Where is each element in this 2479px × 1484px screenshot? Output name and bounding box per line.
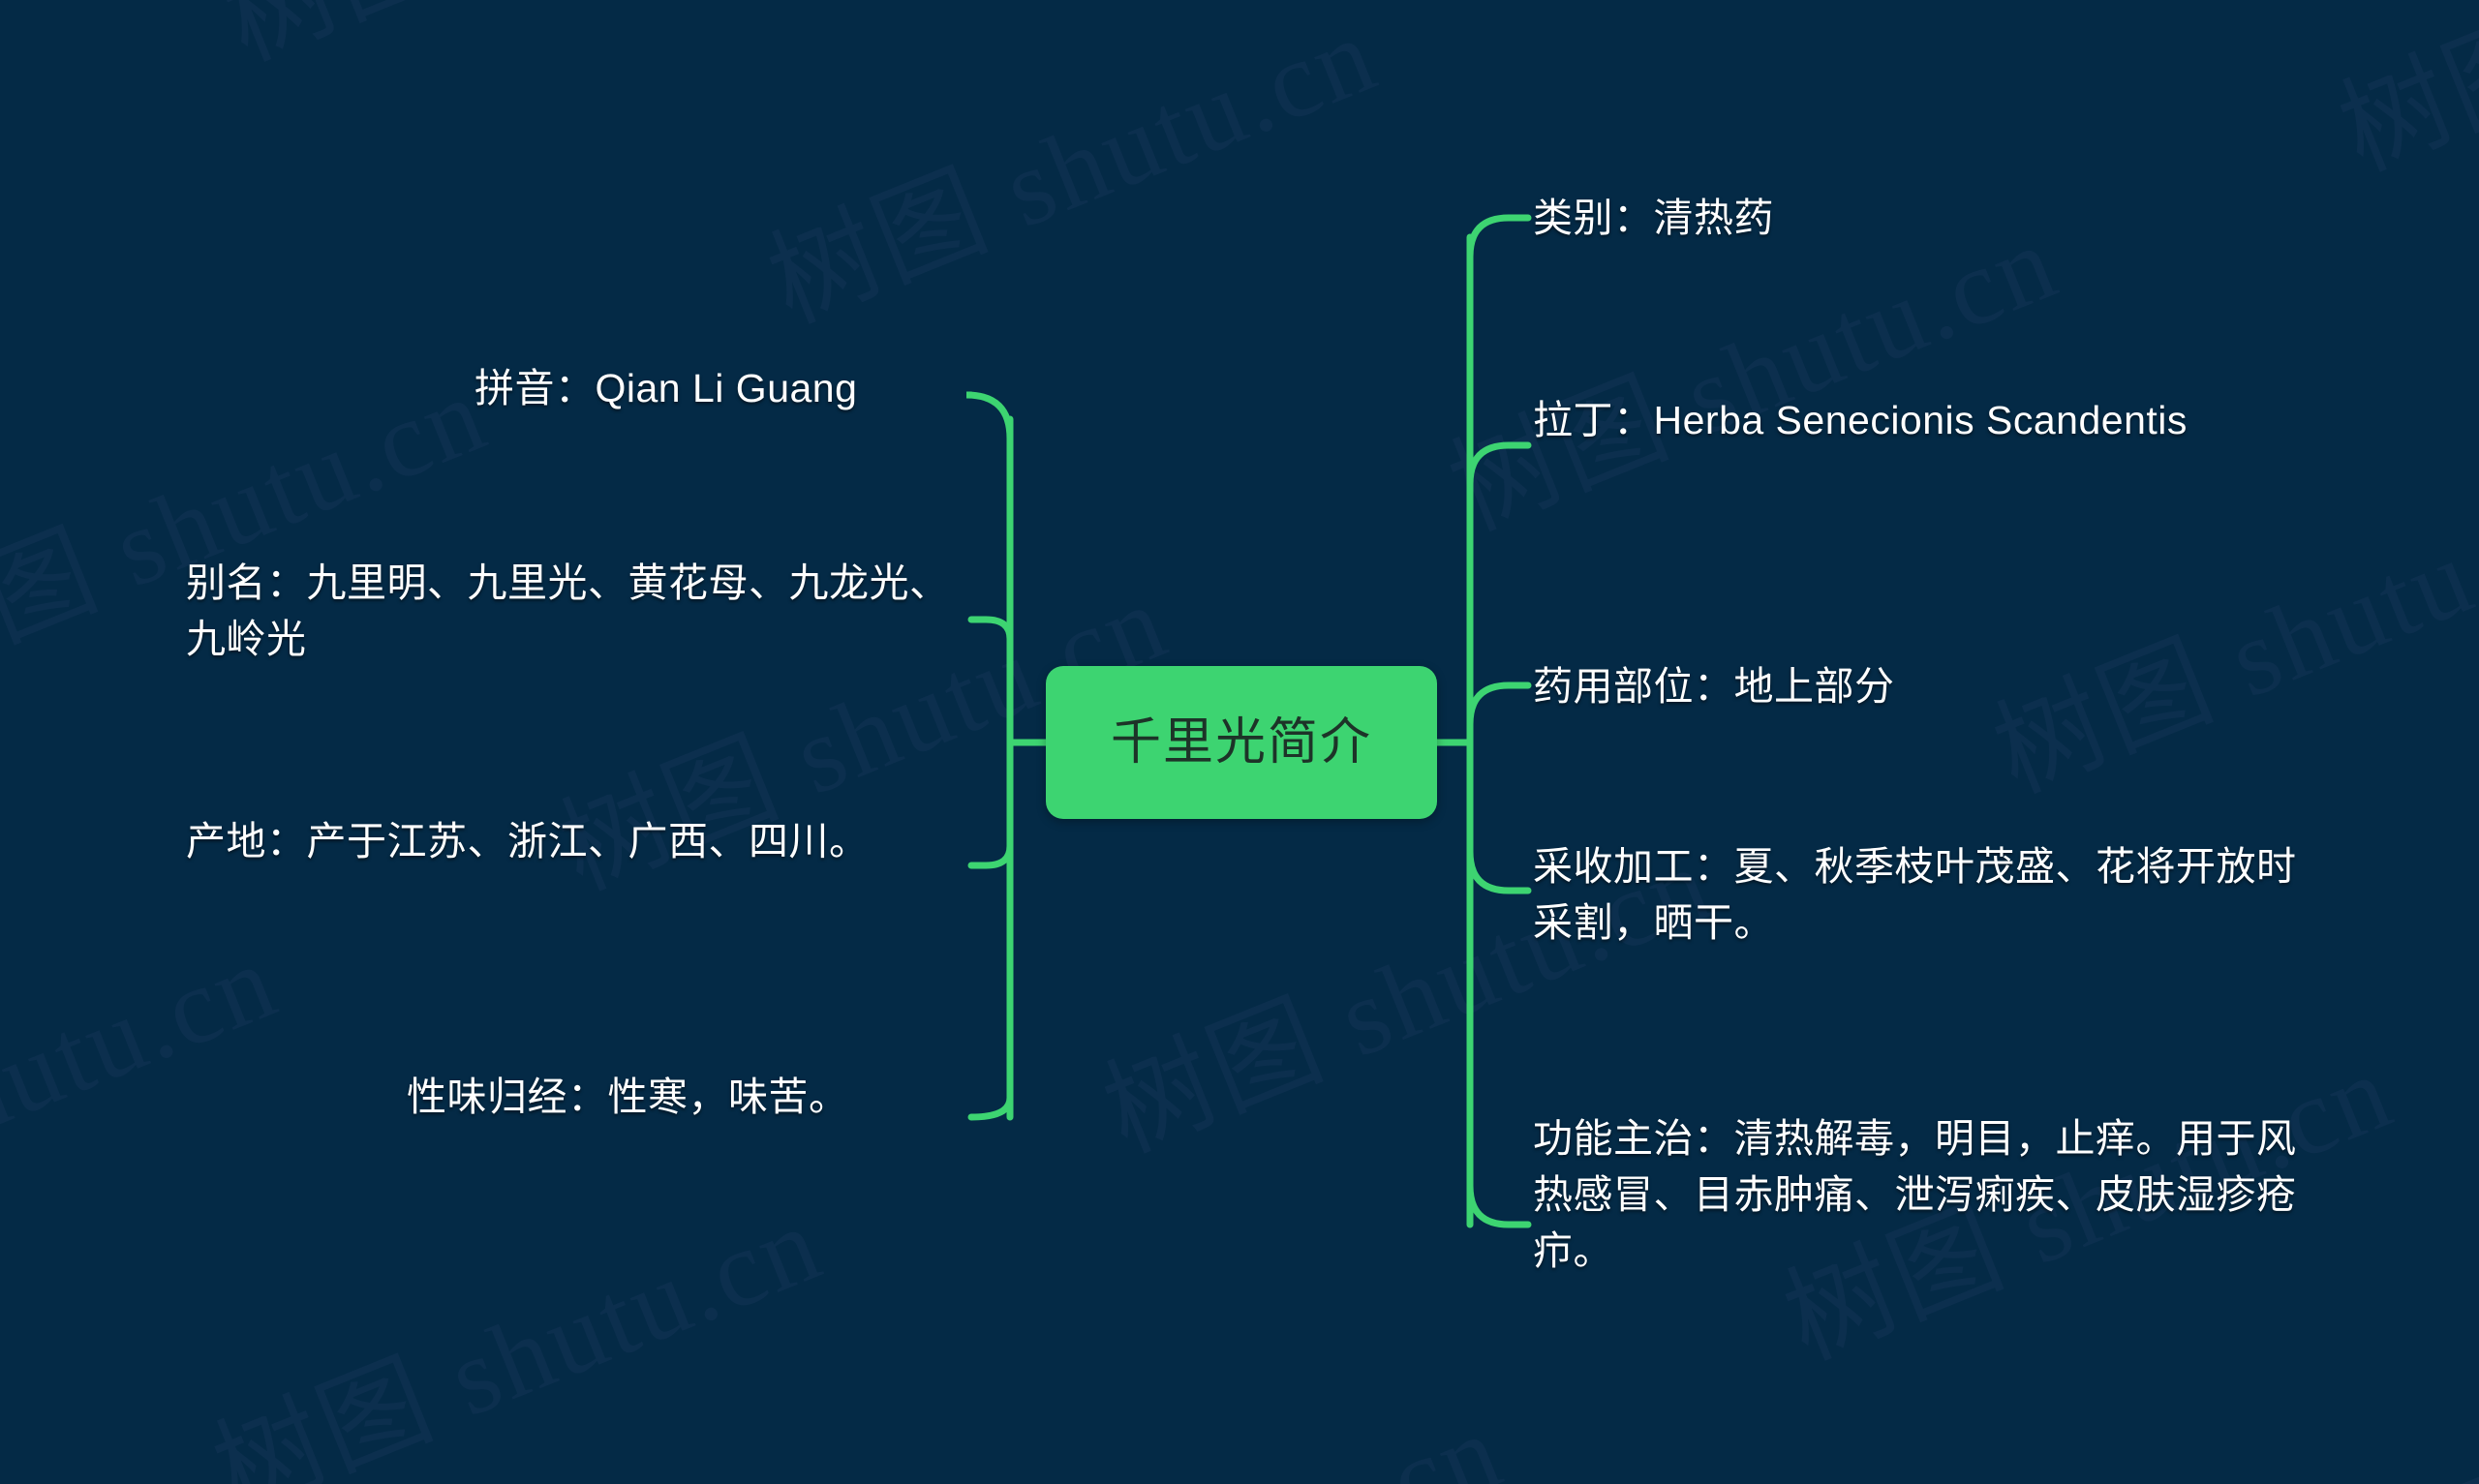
node-latin[interactable]: 拉丁：Herba Senecionis Scandentis [1533, 392, 2298, 448]
watermark-text: 树图 shutu.cn [753, 0, 1393, 346]
watermark-text: 树图 shutu.cn [869, 1364, 1521, 1484]
connector-right-indication [1466, 1182, 1532, 1228]
node-indication-label: 功能主治：清热解毒，明目，止痒。用于风热感冒、目赤肿痛、泄泻痢疾、皮肤湿疹疮疖。 [1533, 1116, 2297, 1274]
watermark-text: 树图 shutu.cn [1978, 464, 2479, 816]
node-category[interactable]: 类别：清热药 [1533, 190, 2298, 246]
node-origin-label: 产地：产于江苏、浙江、广西、四川。 [186, 819, 870, 863]
node-harvest-label: 采收加工：夏、秋季枝叶茂盛、花将开放时采割，晒干。 [1533, 844, 2297, 946]
node-indication[interactable]: 功能主治：清热解毒，明目，止痒。用于风热感冒、目赤肿痛、泄泻痢疾、皮肤湿疹疮疖。 [1533, 1110, 2298, 1280]
watermark-text: 树图 shutu.cn [199, 1183, 838, 1484]
node-nature-label: 性味归经：性寒，味苦。 [407, 1075, 849, 1119]
node-category-label: 类别：清热药 [1533, 196, 1774, 240]
node-origin[interactable]: 产地：产于江苏、浙江、广西、四川。 [186, 813, 980, 869]
node-pinyin[interactable]: 拼音：Qian Li Guang [474, 360, 978, 416]
node-part-used[interactable]: 药用部位：地上部分 [1533, 658, 2298, 714]
node-pinyin-label: 拼音：Qian Li Guang [474, 366, 858, 410]
watermark-text: 树图 shutu.cn [0, 921, 293, 1272]
connector-right-part-used [1466, 681, 1532, 728]
root-node[interactable]: 千里光简介 [1046, 666, 1437, 819]
node-harvest[interactable]: 采收加工：夏、秋季枝叶茂盛、花将开放时采割，晒干。 [1533, 838, 2298, 951]
connector-right-latin [1466, 441, 1532, 488]
root-node-label: 千里光简介 [1110, 713, 1372, 771]
watermark-text: 树图 shutu.cn [2324, 0, 2479, 194]
watermark-text: 树图 shutu.cn [199, 0, 851, 90]
connector-right-category [1466, 214, 1532, 260]
node-alias-label: 别名：九里明、九里光、黄花母、九龙光、九岭光 [186, 560, 950, 662]
connector-right-harvest [1466, 848, 1532, 894]
watermark-text: 树图 shutu.cn [2304, 1266, 2479, 1484]
node-nature[interactable]: 性味归经：性寒，味苦。 [407, 1069, 978, 1125]
node-latin-label: 拉丁：Herba Senecionis Scandentis [1533, 398, 2188, 442]
node-alias[interactable]: 别名：九里明、九里光、黄花母、九龙光、九岭光 [186, 555, 980, 667]
node-part-used-label: 药用部位：地上部分 [1533, 664, 1895, 709]
